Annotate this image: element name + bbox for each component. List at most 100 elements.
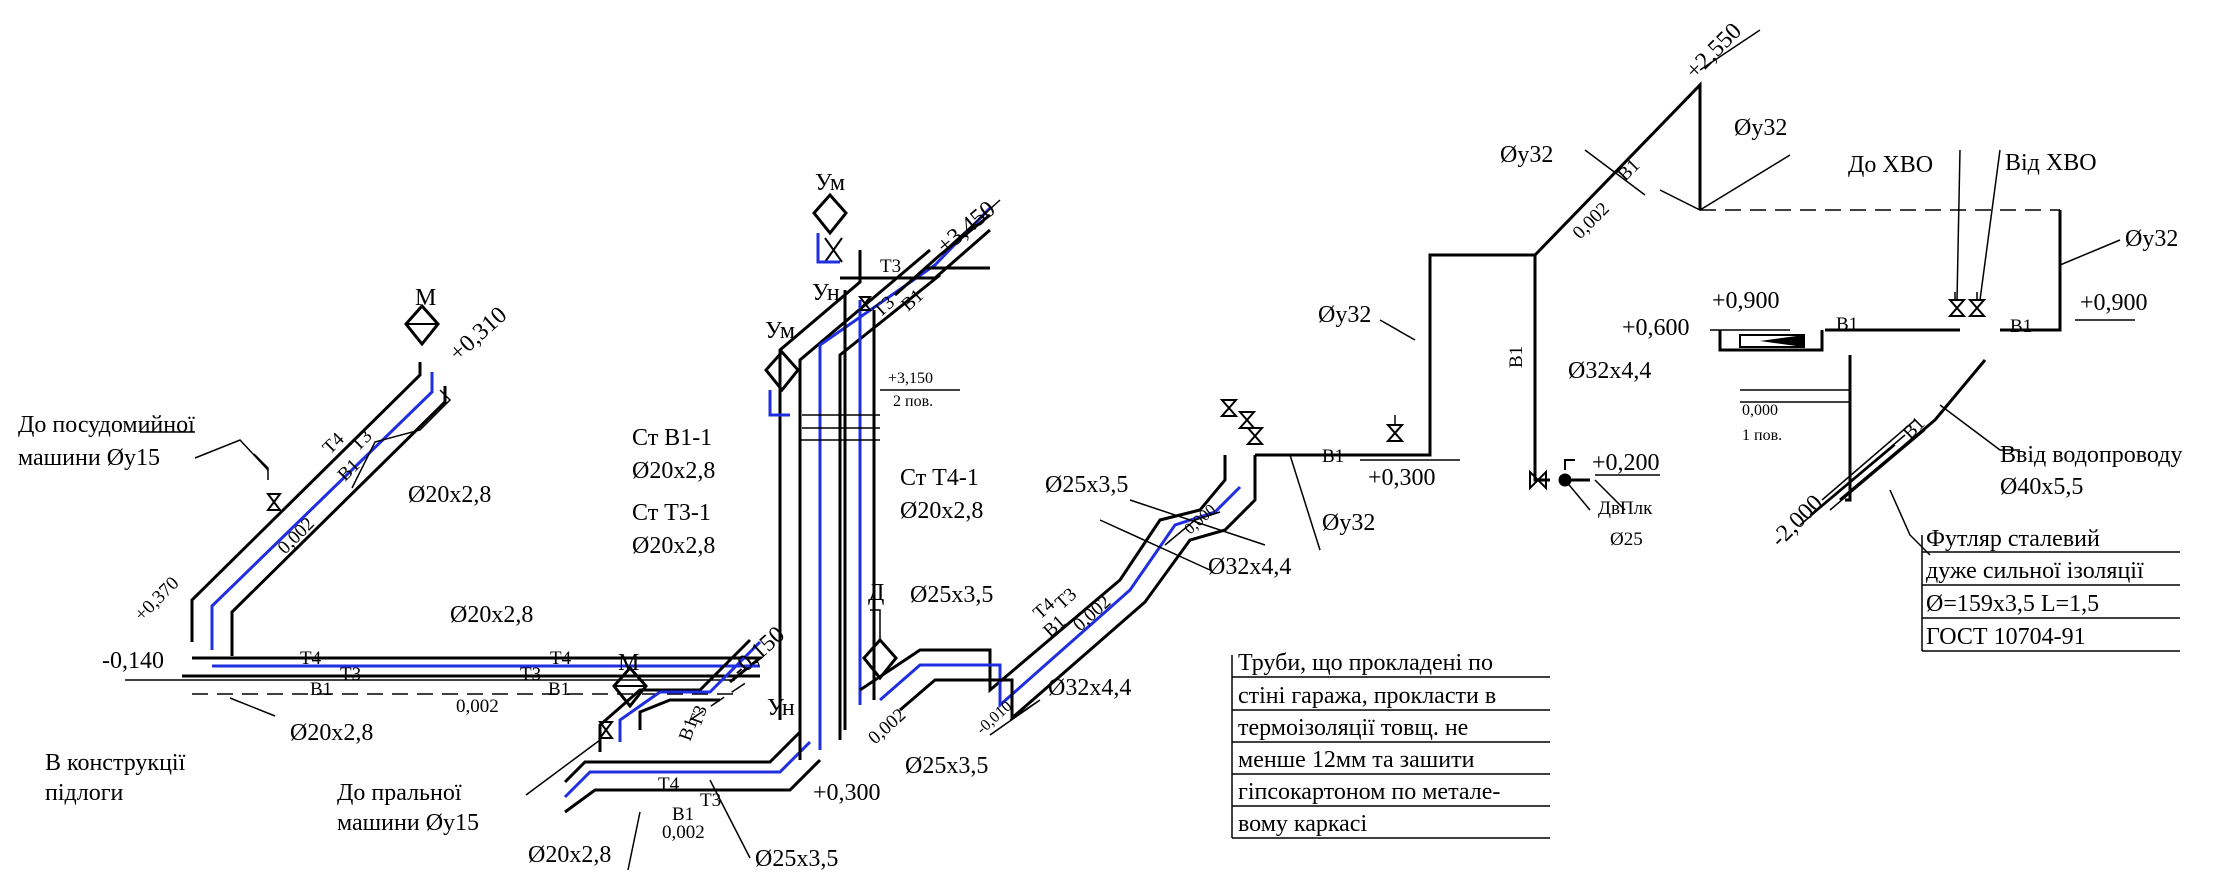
valve-dishwasher: [266, 493, 282, 511]
label-riser-t3-d: Ø20x2,8: [632, 533, 715, 559]
note-pipes-line: стіні гаража, прокласти в: [1238, 683, 1496, 709]
label-dy32-a: Øу32: [1322, 510, 1375, 536]
label-dy32-d: Øу32: [1734, 115, 1787, 141]
label-dishwasher-2: машини Øу15: [18, 445, 160, 471]
pipe-code-b1-a: В1: [334, 455, 365, 486]
pipe-code-b1-i: В1: [1322, 446, 1344, 467]
label-dvplk-d: Ø25: [1610, 529, 1643, 550]
label-shower: Д: [868, 580, 884, 606]
label-laundry-2: машини Øу15: [337, 810, 479, 836]
note-sleeve-line: ГОСТ 10704-91: [1926, 624, 2086, 650]
shower-symbol-d: [862, 609, 898, 681]
note-pipes-line: Труби, що прокладені по: [1238, 650, 1493, 676]
label-slope-f: 0,002: [1569, 198, 1614, 243]
mixer-symbol-um1: [812, 192, 848, 264]
note-pipes-line: менше 12мм та зашити: [1238, 747, 1475, 773]
pipe-code-t4-b: Т4: [300, 648, 322, 669]
label-riser-v1: Ст В1-1: [632, 425, 712, 451]
label-slope-a: 0,002: [274, 513, 319, 558]
note-pipes-line: вому каркасі: [1238, 811, 1367, 837]
label-dy32-b: Øу32: [1318, 302, 1371, 328]
valve-supply: [1385, 415, 1405, 442]
label-d20-b: Ø20x2,8: [450, 602, 533, 628]
label-elev-m0140: -0,140: [102, 648, 164, 674]
note-pipes: Труби, що прокладені по стіні гаража, пр…: [1238, 650, 1500, 837]
pipe-code-t3-c: Т3: [520, 664, 541, 685]
label-d20-c: Ø20x2,8: [290, 720, 373, 746]
garage-wall-run: [859, 399, 1355, 736]
label-elev-0370: +0,370: [131, 573, 184, 626]
left-branch: [140, 303, 452, 656]
label-floor-1: В конструкції: [45, 750, 186, 776]
mixer-symbol-um2: [764, 349, 800, 417]
label-floor-2: підлоги: [45, 780, 124, 806]
label-elev-0600: +0,600: [1622, 315, 1690, 341]
label-elev-0900a: +0,900: [1712, 288, 1780, 314]
label-mixer-m2: М: [618, 650, 639, 676]
floor-runs: [125, 656, 765, 717]
label-elev-0000b: 0,000: [1742, 402, 1778, 419]
pipe-code-t3-d: Т3: [700, 790, 721, 811]
label-dishwasher-1: До посудомийної: [18, 412, 195, 438]
label-elev-0200: +0,200: [1592, 450, 1660, 476]
valves-hvo: [1947, 292, 1987, 317]
label-riser-t3: Ст Т3-1: [632, 500, 711, 526]
label-slope-b: 0,002: [456, 696, 499, 717]
label-elev-0300b: +0,300: [1368, 465, 1436, 491]
label-d32-a: Ø32x4,4: [1048, 675, 1131, 701]
label-elev-3150: +3,150: [888, 370, 933, 387]
label-inlet: Ввід водопроводу: [2000, 442, 2182, 468]
label-mixer-m1: М: [415, 285, 436, 311]
label-un1: Ун: [767, 695, 795, 721]
label-inlet-d: Ø40x5,5: [2000, 474, 2083, 500]
label-from-hvo: Від ХВО: [2005, 150, 2097, 176]
label-d25-a: Ø25x3,5: [755, 846, 838, 872]
note-sleeve-frame: [1921, 535, 2180, 652]
label-dvplk: ДвПлк: [1598, 498, 1653, 519]
label-riser-v1-d: Ø20x2,8: [632, 458, 715, 484]
heater-symbol: [1739, 334, 1805, 348]
label-dy32-e: Øу32: [2125, 226, 2178, 252]
valve-group-wall: [1219, 399, 1265, 445]
label-um2: Ум: [765, 318, 795, 344]
label-slope-c: 0,002: [662, 822, 705, 843]
label-floor2: 2 пов.: [893, 393, 933, 410]
pipe-code-b1-b: В1: [310, 679, 332, 700]
mixer-symbol-m1: [404, 303, 440, 347]
label-to-hvo: До ХВО: [1848, 152, 1933, 178]
label-elev-0310: +0,310: [445, 302, 513, 367]
note-sleeve-line: Футляр сталевий: [1926, 526, 2100, 552]
pipe-code-b1-n: В1: [1899, 413, 1930, 444]
label-riser-t4: Ст Т4-1: [900, 465, 979, 491]
label-elev-m2000: -2,000: [1766, 490, 1828, 552]
label-laundry-1: До пральної: [337, 780, 462, 806]
pipe-code-t3-b: Т3: [340, 664, 361, 685]
label-d25-b: Ø25x3,5: [910, 582, 993, 608]
note-pipes-frame: [1231, 655, 1550, 839]
pipe-code-t4-a: Т4: [319, 428, 349, 458]
label-d25-c: Ø25x3,5: [905, 753, 988, 779]
risers: [764, 192, 1001, 760]
mixer-symbol-m2: [612, 665, 648, 709]
label-elev-0300a: +0,300: [813, 780, 881, 806]
label-d20-d: Ø20x2,8: [528, 842, 611, 868]
note-sleeve: Футляр сталевий дуже сильної ізоляції Ø=…: [1926, 526, 2144, 650]
note-pipes-line: термоізоляції товщ. не: [1238, 715, 1468, 741]
laundry-branch: [525, 638, 822, 871]
label-um1: Ум: [815, 170, 845, 196]
pipe-code-b1-d: В1: [672, 804, 694, 825]
label-floor1: 1 пов.: [1742, 427, 1782, 444]
label-elev-0900b: +0,900: [2080, 290, 2148, 316]
pipe-code-b1-j: В1: [1506, 346, 1527, 368]
water-supply: [1355, 29, 2135, 556]
pipe-code-t3-f: Т3: [880, 256, 901, 277]
note-sleeve-line: дуже сильної ізоляції: [1926, 558, 2144, 584]
label-d32-c: Ø32x4,4: [1568, 358, 1651, 384]
pipe-code-t4-c: Т4: [550, 648, 572, 669]
pipe-code-b1-l: В1: [1836, 314, 1858, 335]
label-elev-2550: +2,550: [1681, 18, 1747, 84]
pipe-code-b1-k: В1: [1614, 155, 1645, 186]
label-d25-a2: Ø25x3,5: [1045, 472, 1128, 498]
label-un2: Ун: [812, 280, 840, 306]
pipe-code-b1-m: В1: [2010, 316, 2032, 337]
